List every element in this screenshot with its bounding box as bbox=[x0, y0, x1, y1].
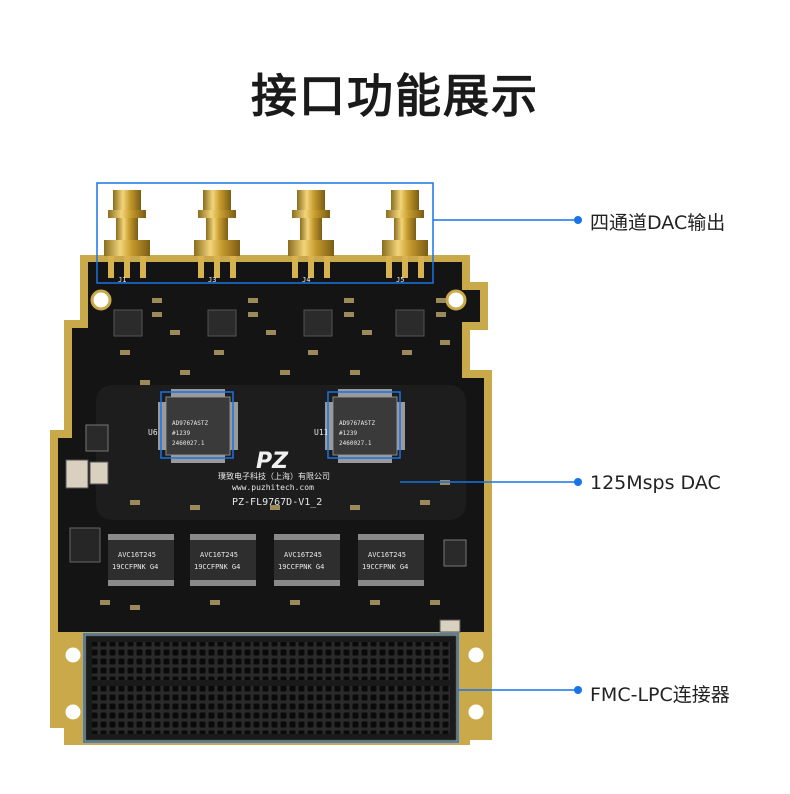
board-model: PZ-FL9767D-V1_2 bbox=[232, 497, 322, 508]
ref-u6: U6 bbox=[148, 428, 158, 437]
dac-chip-2-marking-1: AD9767ASTZ bbox=[339, 420, 376, 427]
passive-components bbox=[100, 298, 450, 610]
highlight-dac-outputs bbox=[96, 182, 434, 284]
highlight-dac-chip-2 bbox=[327, 391, 401, 459]
sma-connector-2 bbox=[194, 190, 240, 278]
callout-fmc-connector: FMC-LPC连接器 bbox=[590, 684, 730, 706]
dac-chip-2 bbox=[325, 389, 405, 463]
fmc-connector bbox=[85, 635, 457, 741]
buffer-2-marking-2: 19CCFPNK G4 bbox=[194, 563, 240, 571]
buffer-1-marking-2: 19CCFPNK G4 bbox=[112, 563, 158, 571]
buffer-chips bbox=[108, 540, 424, 580]
dac-chip-1 bbox=[158, 389, 238, 463]
buffer-chip-pins bbox=[108, 534, 424, 586]
highlight-dac-chip-1 bbox=[160, 391, 234, 459]
highlight-fmc bbox=[83, 633, 459, 743]
amplifier-chips bbox=[113, 309, 425, 337]
sma-connector-1 bbox=[104, 190, 150, 278]
mounting-holes bbox=[62, 289, 487, 723]
dac-chip-1-marking-3: 2460027.1 bbox=[172, 440, 205, 447]
callout-dots bbox=[574, 216, 582, 694]
ref-u11: U11 bbox=[314, 428, 329, 437]
dac-chip-2-marking-2: #1239 bbox=[339, 430, 357, 437]
callout-dac-chip: 125Msps DAC bbox=[590, 472, 721, 494]
dac-chip-2-marking-3: 2460027.1 bbox=[339, 440, 372, 447]
ref-j5: J5 bbox=[396, 276, 404, 284]
board-company: 璞致电子科技（上海）有限公司 bbox=[218, 471, 330, 481]
ref-j3: J3 bbox=[208, 276, 216, 284]
highlight-boxes bbox=[83, 182, 459, 743]
ref-j1: J1 bbox=[118, 276, 126, 284]
buffer-3-marking-2: 19CCFPNK G4 bbox=[278, 563, 324, 571]
board-website: www.puzhitech.com bbox=[232, 483, 314, 492]
board-logo: PZ bbox=[256, 449, 289, 474]
dac-chip-1-marking-2: #1239 bbox=[172, 430, 190, 437]
buffer-3-marking-1: AVC16T245 bbox=[284, 551, 322, 559]
buffer-4-marking-1: AVC16T245 bbox=[368, 551, 406, 559]
callout-lines bbox=[400, 219, 578, 691]
buffer-4-marking-2: 19CCFPNK G4 bbox=[362, 563, 408, 571]
dac-chip-1-marking-1: AD9767ASTZ bbox=[172, 420, 209, 427]
page-title: 接口功能展示 bbox=[251, 69, 539, 123]
sma-connector-3 bbox=[288, 190, 334, 278]
regulators bbox=[65, 424, 467, 633]
ref-j4: J4 bbox=[302, 276, 310, 284]
sma-connector-4 bbox=[382, 190, 428, 278]
buffer-1-marking-1: AVC16T245 bbox=[118, 551, 156, 559]
callout-dac-outputs: 四通道DAC输出 bbox=[590, 212, 726, 234]
buffer-2-marking-1: AVC16T245 bbox=[200, 551, 238, 559]
